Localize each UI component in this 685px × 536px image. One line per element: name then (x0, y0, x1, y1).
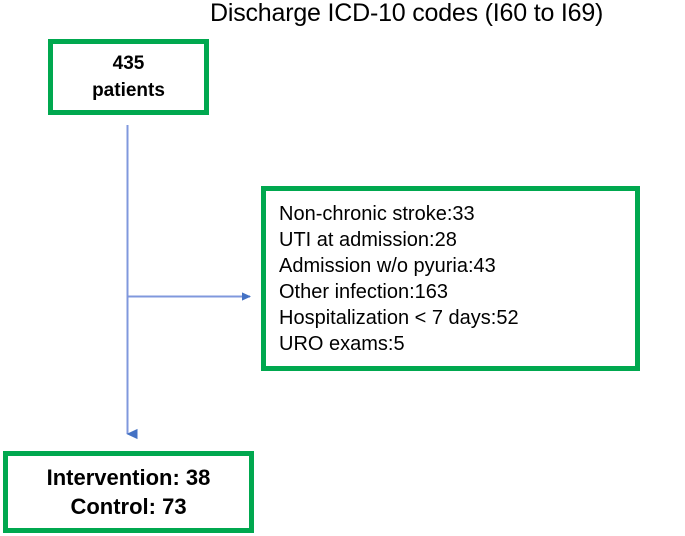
node-cohort-box: 435 patients (48, 39, 209, 115)
node-groups-box: Intervention: 38 Control: 73 (3, 451, 254, 533)
page-title: Discharge ICD-10 codes (I60 to I69) (210, 0, 604, 27)
cohort-label: patients (92, 80, 165, 101)
exclusion-item: Non-chronic stroke:33 (279, 202, 475, 225)
exclusion-item: Admission w/o pyuria:43 (279, 254, 496, 277)
exclusion-item: UTI at admission:28 (279, 228, 457, 251)
exclusion-item: URO exams:5 (279, 332, 405, 355)
exclusion-item: Other infection:163 (279, 280, 448, 303)
group-control: Control: 73 (70, 494, 187, 519)
group-intervention: Intervention: 38 (46, 465, 211, 490)
exclusion-item: Hospitalization < 7 days:52 (279, 306, 519, 329)
node-exclusions-box: Non-chronic stroke:33 UTI at admission:2… (261, 186, 640, 371)
cohort-count: 435 (112, 53, 145, 74)
